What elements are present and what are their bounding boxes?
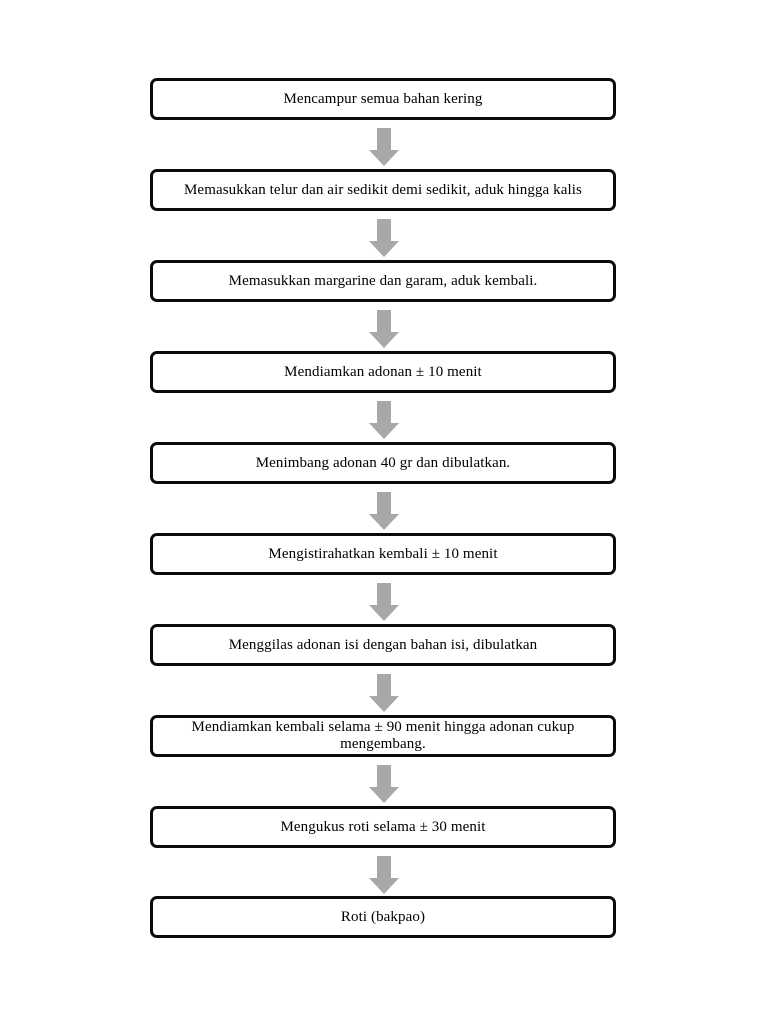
flow-step-label: Mendiamkan kembali selama ± 90 menit hin… [191, 719, 575, 752]
flow-step-label: Mendiamkan adonan ± 10 menit [284, 363, 482, 380]
arrow-down-icon [369, 765, 399, 803]
flow-step-label: Menimbang adonan 40 gr dan dibulatkan. [255, 454, 511, 471]
flow-step-label: Mengukus roti selama ± 30 menit [280, 818, 486, 835]
arrow-down-icon [369, 492, 399, 530]
arrow-down-icon [369, 856, 399, 894]
flow-step-5[interactable]: Menimbang adonan 40 gr dan dibulatkan. [150, 442, 616, 484]
arrow-down-icon [369, 583, 399, 621]
flow-step-label: Memasukkan margarine dan garam, aduk kem… [228, 272, 538, 289]
flow-step-4[interactable]: Mendiamkan adonan ± 10 menit [150, 351, 616, 393]
flow-step-3[interactable]: Memasukkan margarine dan garam, aduk kem… [150, 260, 616, 302]
arrow-down-icon [369, 674, 399, 712]
flow-step-8[interactable]: Mendiamkan kembali selama ± 90 menit hin… [150, 715, 616, 757]
flow-step-label: Mencampur semua bahan kering [283, 90, 483, 107]
flow-step-6[interactable]: Mengistirahatkan kembali ± 10 menit [150, 533, 616, 575]
arrow-down-icon [369, 310, 399, 348]
flow-step-10[interactable]: Roti (bakpao) [150, 896, 616, 938]
flow-step-9[interactable]: Mengukus roti selama ± 30 menit [150, 806, 616, 848]
arrow-down-icon [369, 401, 399, 439]
arrow-down-icon [369, 128, 399, 166]
flow-step-label: Roti (bakpao) [340, 908, 426, 925]
flow-step-7[interactable]: Menggilas adonan isi dengan bahan isi, d… [150, 624, 616, 666]
flow-step-1[interactable]: Mencampur semua bahan kering [150, 78, 616, 120]
flow-step-label: Mengistirahatkan kembali ± 10 menit [268, 545, 498, 562]
arrow-down-icon [369, 219, 399, 257]
flow-step-label: Menggilas adonan isi dengan bahan isi, d… [228, 636, 538, 653]
flow-step-label: Memasukkan telur dan air sedikit demi se… [184, 181, 582, 198]
flow-step-2[interactable]: Memasukkan telur dan air sedikit demi se… [150, 169, 616, 211]
